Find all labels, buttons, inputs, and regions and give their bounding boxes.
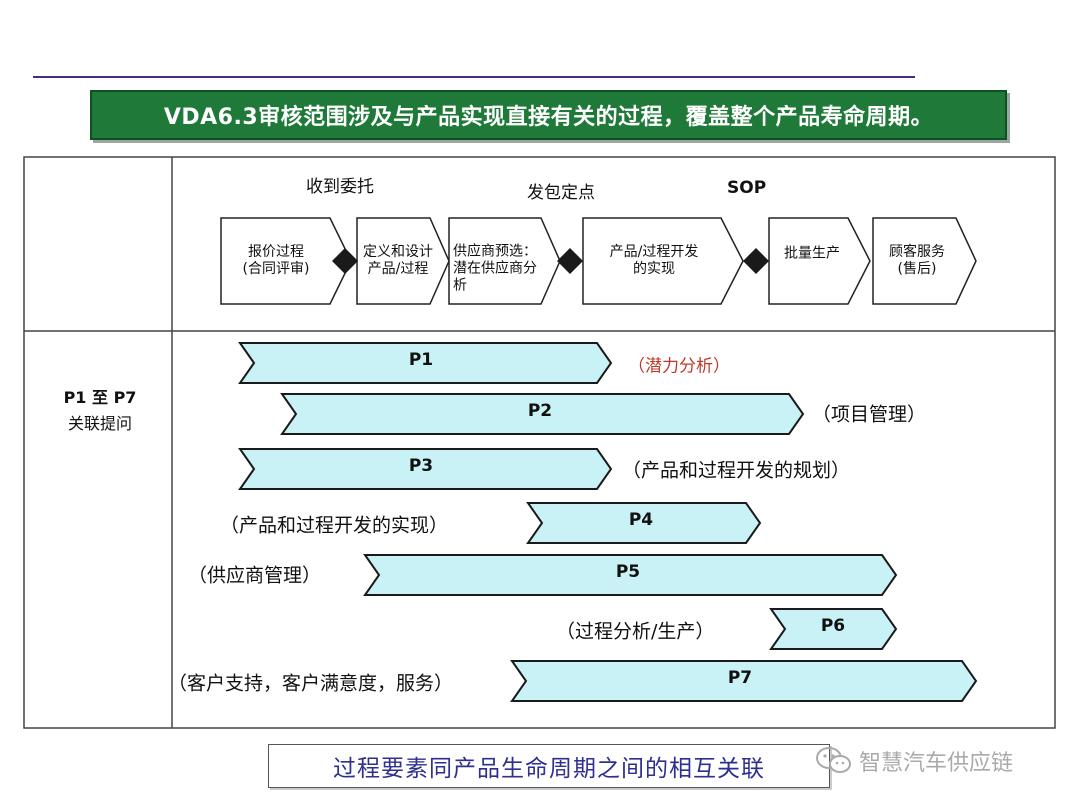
phase-chevron-quote [220,217,352,305]
phase-text-service: 顾客服务(售后) [889,244,945,277]
caption-box: 过程要素同产品生命周期之间的相互关联 [268,744,830,788]
phase-chevron-service [872,217,977,305]
process-bar-p5 [363,554,898,596]
process-bar-label-p5: P5 [615,562,641,582]
phase-chevron-define [356,217,450,305]
top-divider-rule [33,76,915,78]
watermark-text: 智慧汽车供应链 [859,751,1014,776]
process-note-p1: （潜力分析） [628,356,730,377]
phase-chevron-supplier [448,217,561,305]
phase-chevron-serial [768,217,871,305]
process-bar-label-p4: P4 [628,510,654,530]
milestone-label-sop: SOP [727,178,767,198]
milestone-label-award: 发包定点 [527,183,595,203]
process-bar-label-p3: P3 [408,456,434,476]
process-bar-label-p2: P2 [527,401,553,421]
phase-text-serial: 批量生产 [784,245,840,262]
process-bar-p2 [280,393,805,435]
process-bar-label-p6: P6 [820,616,846,636]
process-bar-p1 [238,342,613,384]
milestone-diamond-3 [743,248,769,274]
process-bar-p6 [769,608,898,650]
milestone-diamond-1 [332,248,358,274]
watermark: 智慧汽车供应链 [815,745,1013,777]
process-note-p5: （供应商管理） [188,564,322,587]
process-bar-p3 [238,448,613,490]
process-note-p4: （产品和过程开发的实现） [220,514,449,537]
side-label: P1 至 P7 关联提问 [63,388,137,433]
milestone-diamond-2 [557,248,583,274]
phase-chevron-develop [582,217,744,305]
process-note-p2: （项目管理） [812,403,927,426]
milestone-diamonds [332,248,769,274]
table-frame [23,156,1056,729]
process-bar-label-p1: P1 [408,350,434,370]
process-note-p6: （过程分析/生产） [556,620,715,643]
process-bars [238,342,978,702]
title-banner: VDA6.3审核范围涉及与产品实现直接有关的过程，覆盖整个产品寿命周期。 [90,90,1007,140]
wechat-icon [816,747,851,773]
process-bar-label-p7: P7 [727,668,753,688]
phase-text-quote: 报价过程(合同评审) [242,244,310,277]
phase-text-develop: 产品/过程开发的实现 [609,244,699,277]
phase-text-supplier: 供应商预选：潜在供应商分析 [453,243,537,294]
phase-text-define: 定义和设计产品/过程 [363,244,433,277]
phase-chevrons [220,217,977,305]
process-note-p7: （客户支持，客户满意度，服务） [168,672,454,695]
milestone-label-order: 收到委托 [306,177,374,197]
process-bar-p4 [526,502,762,544]
process-note-p3: （产品和过程开发的规划） [622,459,851,482]
process-bar-p7 [510,660,978,702]
